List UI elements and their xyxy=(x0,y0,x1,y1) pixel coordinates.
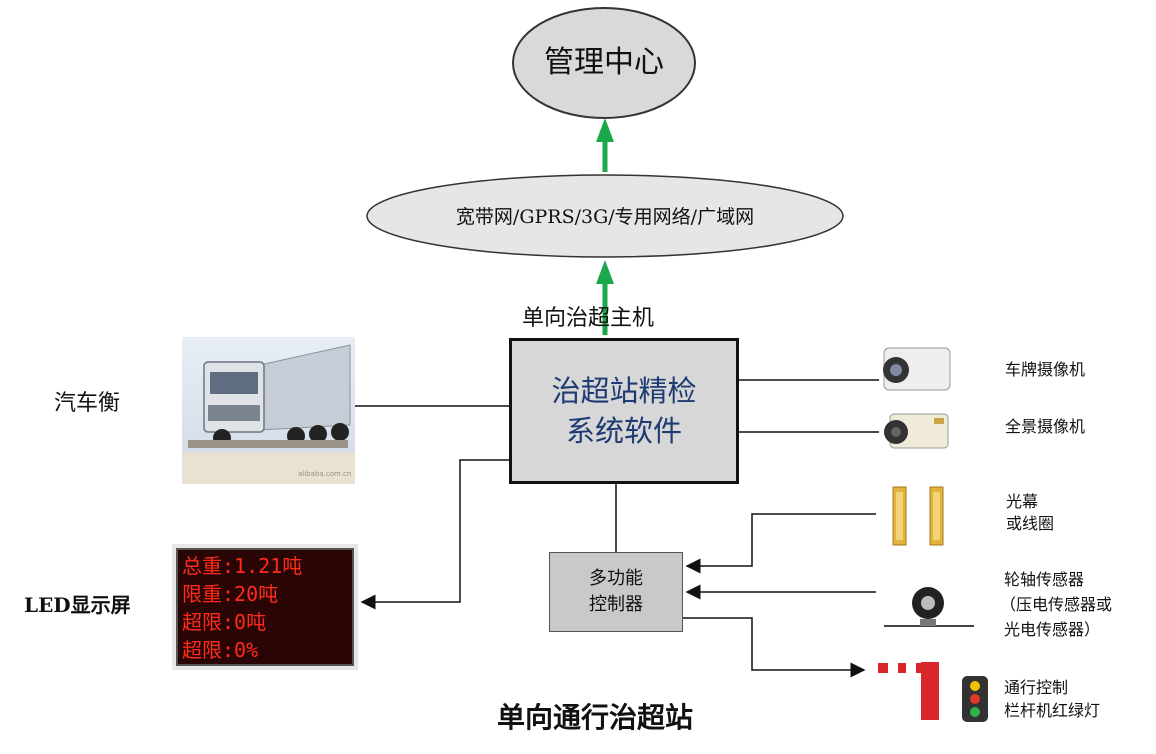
truck-image-caption: alibaba.com.cn xyxy=(298,470,352,478)
controller-line-2: 控制器 xyxy=(589,594,643,615)
truck-scale-label: 汽车衡 xyxy=(54,391,121,416)
network-label: 宽带网/GPRS/3G/专用网络/广域网 xyxy=(455,206,755,228)
controller-box: 多功能 控制器 xyxy=(549,552,683,632)
network-node xyxy=(366,174,844,258)
management-center-label: 管理中心 xyxy=(544,45,664,80)
led-display: 总重:1.21吨 限重:20吨 超限:0吨 超限:0% xyxy=(176,548,354,666)
uplink-arrow-bottom xyxy=(596,260,614,335)
axle-sensor-icon xyxy=(884,587,974,627)
diagram-caption: 单向通行治超站 xyxy=(497,701,694,734)
light-curtain-label-2: 或线圈 xyxy=(1006,514,1055,533)
host-to-led-line xyxy=(360,459,509,610)
controller-to-barrier-line xyxy=(683,617,866,678)
barrier-gate-icon xyxy=(878,662,939,720)
axle-sensor-label-3: 光电传感器） xyxy=(1004,620,1101,639)
axle-sensor-label-1: 轮轴传感器 xyxy=(1004,570,1085,589)
truck-scale-image xyxy=(182,337,355,484)
plate-camera-icon xyxy=(883,347,951,391)
panorama-camera-icon xyxy=(884,413,949,449)
barrier-label-2: 栏杆机红绿灯 xyxy=(1004,701,1101,720)
led-screen-label: LED显示屏 xyxy=(24,593,131,617)
barrier-label-1: 通行控制 xyxy=(1004,678,1069,697)
traffic-light-icon xyxy=(962,676,988,722)
management-center-node xyxy=(512,7,696,119)
main-software-line-2: 系统软件 xyxy=(565,414,682,448)
controller-line-1: 多功能 xyxy=(589,568,643,589)
led-line-overweight: 超限:0吨 xyxy=(182,610,267,634)
led-line-overweight-pct: 超限:0% xyxy=(182,638,259,662)
main-software-box: 治超站精检 系统软件 xyxy=(509,338,739,484)
axle-sensor-label-2: （压电传感器或 xyxy=(1000,595,1113,614)
uplink-arrow-top xyxy=(596,118,614,172)
light-curtain-label-1: 光幕 xyxy=(1006,492,1039,511)
curtain-to-controller-line xyxy=(685,513,876,574)
panorama-camera-label: 全景摄像机 xyxy=(1005,417,1086,436)
light-curtain-icon xyxy=(892,486,944,546)
main-software-line-1: 治超站精检 xyxy=(551,374,697,408)
plate-camera-label: 车牌摄像机 xyxy=(1005,360,1086,379)
led-line-total-weight: 总重:1.21吨 xyxy=(182,554,303,578)
host-label: 单向治超主机 xyxy=(522,306,655,331)
led-line-weight-limit: 限重:20吨 xyxy=(182,582,279,606)
